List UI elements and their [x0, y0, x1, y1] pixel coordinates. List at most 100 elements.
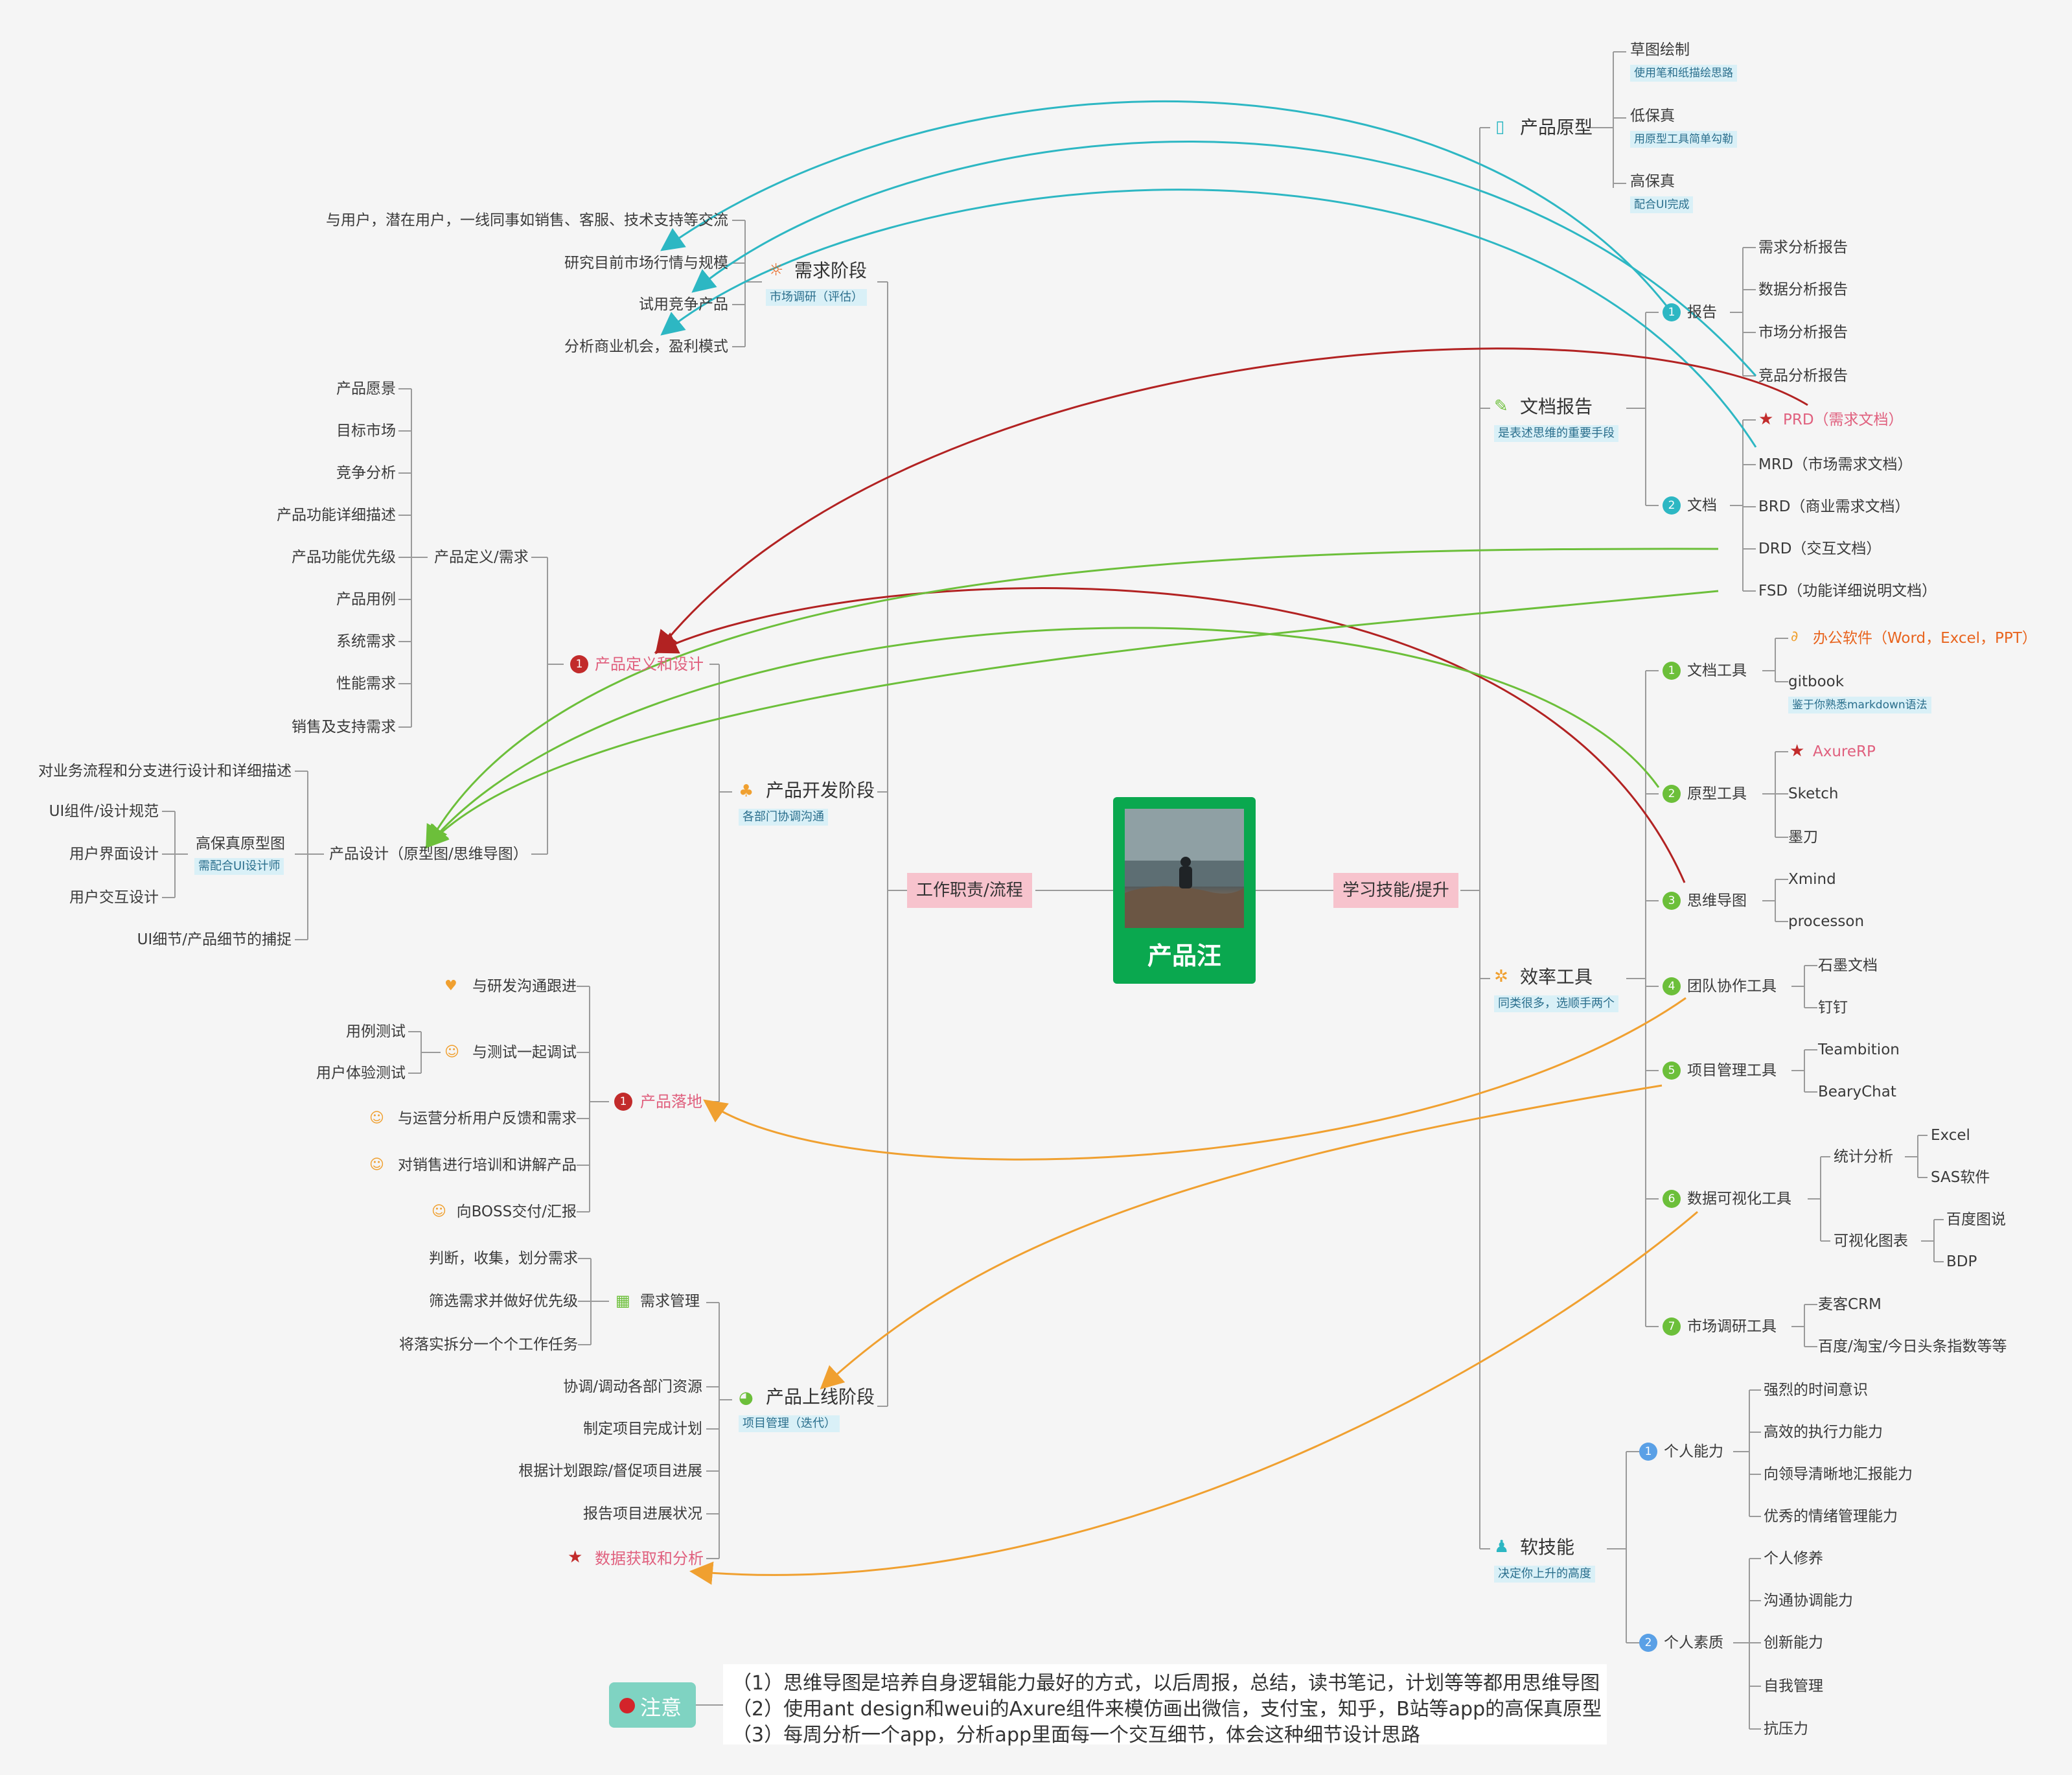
- tool-item-axure[interactable]: AxureRP: [1813, 743, 1876, 760]
- hifi-prototype-title[interactable]: 高保真原型图: [196, 835, 285, 852]
- product-definition-title[interactable]: 产品定义和设计: [595, 655, 704, 673]
- tool-item[interactable]: BDP: [1946, 1253, 1977, 1270]
- tool-item[interactable]: Teambition: [1818, 1041, 1900, 1058]
- definition-item[interactable]: 产品愿景: [336, 380, 396, 397]
- demand-item[interactable]: 试用竞争产品: [639, 296, 728, 313]
- stat-analysis-title[interactable]: 统计分析: [1834, 1148, 1893, 1165]
- demand-item[interactable]: 研究目前市场行情与规模: [564, 255, 728, 272]
- tool-group-project[interactable]: 项目管理工具: [1687, 1062, 1777, 1079]
- demand-item[interactable]: 分析商业机会，盈利模式: [564, 338, 728, 355]
- quality-item[interactable]: 沟通协调能力: [1764, 1592, 1853, 1609]
- tool-item[interactable]: 百度图说: [1946, 1211, 2006, 1228]
- ability-title[interactable]: 个人能力: [1664, 1443, 1723, 1460]
- definition-item[interactable]: 产品用例: [336, 591, 396, 608]
- report-item[interactable]: 市场分析报告: [1758, 324, 1848, 341]
- demand-stage-title[interactable]: 需求阶段: [794, 260, 868, 281]
- definition-item[interactable]: 产品功能优先级: [292, 549, 396, 566]
- tool-item[interactable]: gitbook: [1788, 673, 1845, 690]
- dev-stage-title[interactable]: 产品开发阶段: [766, 780, 875, 801]
- prototype-item[interactable]: 低保真: [1630, 108, 1675, 124]
- ability-item[interactable]: 强烈的时间意识: [1764, 1382, 1868, 1398]
- landing-item[interactable]: 与运营分析用户反馈和需求: [398, 1110, 577, 1127]
- quality-item[interactable]: 自我管理: [1764, 1678, 1823, 1695]
- launch-item[interactable]: 根据计划跟踪/督促项目进展: [518, 1463, 702, 1479]
- definition-item[interactable]: 销售及支持需求: [292, 719, 396, 736]
- hifi-item[interactable]: UI组件/设计规范: [49, 803, 159, 820]
- design-item[interactable]: 对业务流程和分支进行设计和详细描述: [38, 763, 292, 780]
- prototype-item[interactable]: 高保真: [1630, 173, 1675, 190]
- hub-work-duties[interactable]: 工作职责/流程: [907, 873, 1032, 908]
- definition-item[interactable]: 目标市场: [336, 423, 396, 439]
- tool-item-office[interactable]: 办公软件（Word，Excel，PPT）: [1813, 630, 2037, 647]
- quality-title[interactable]: 个人素质: [1664, 1634, 1723, 1651]
- tool-group-prototype[interactable]: 原型工具: [1687, 785, 1747, 802]
- report-item[interactable]: 需求分析报告: [1758, 239, 1848, 256]
- tool-item[interactable]: 麦客CRM: [1818, 1296, 1882, 1313]
- definition-item[interactable]: 产品功能详细描述: [277, 507, 396, 524]
- tool-group-mindmap[interactable]: 思维导图: [1687, 892, 1747, 909]
- ability-item[interactable]: 向领导清晰地汇报能力: [1764, 1466, 1913, 1483]
- tool-item[interactable]: Sketch: [1788, 785, 1839, 802]
- hub-learning-skills[interactable]: 学习技能/提升: [1333, 873, 1458, 908]
- tool-item[interactable]: 石墨文档: [1818, 957, 1878, 974]
- quality-item[interactable]: 创新能力: [1764, 1634, 1823, 1651]
- report-item[interactable]: 数据分析报告: [1758, 281, 1848, 298]
- launch-item[interactable]: 制定项目完成计划: [583, 1421, 702, 1437]
- quality-item[interactable]: 抗压力: [1764, 1721, 1808, 1737]
- note-tag[interactable]: 注意: [609, 1682, 696, 1728]
- launch-stage-title[interactable]: 产品上线阶段: [766, 1386, 875, 1408]
- vis-chart-title[interactable]: 可视化图表: [1834, 1233, 1908, 1249]
- test-item[interactable]: 用例测试: [346, 1023, 406, 1040]
- tool-group-team[interactable]: 团队协作工具: [1687, 978, 1777, 995]
- ability-item[interactable]: 高效的执行力能力: [1764, 1424, 1883, 1441]
- hifi-item[interactable]: 用户交互设计: [69, 889, 159, 906]
- tool-item[interactable]: BearyChat: [1818, 1084, 1896, 1100]
- tool-item[interactable]: Excel: [1931, 1127, 1970, 1144]
- doc-item-prd[interactable]: PRD（需求文档）: [1783, 412, 1904, 428]
- requirement-mgmt-title[interactable]: 需求管理: [640, 1293, 700, 1310]
- soft-skills-title[interactable]: 软技能: [1520, 1537, 1575, 1558]
- tool-group-dataviz[interactable]: 数据可视化工具: [1687, 1190, 1791, 1207]
- tool-item[interactable]: 百度/淘宝/今日头条指数等等: [1818, 1338, 2007, 1355]
- doc-item[interactable]: DRD（交互文档）: [1758, 540, 1882, 557]
- root-node[interactable]: 产品汪: [1113, 797, 1256, 984]
- landing-item[interactable]: 与研发沟通跟进: [472, 978, 577, 995]
- design-item[interactable]: UI细节/产品细节的捕捉: [137, 931, 292, 948]
- definition-item[interactable]: 性能需求: [336, 675, 396, 692]
- launch-item[interactable]: 协调/调动各部门资源: [563, 1378, 702, 1395]
- demand-item[interactable]: 与用户，潜在用户，一线同事如销售、客服、技术支持等交流: [326, 212, 728, 229]
- landing-item[interactable]: 对销售进行培训和讲解产品: [398, 1157, 577, 1174]
- report-item[interactable]: 竞品分析报告: [1758, 367, 1848, 384]
- doc-item[interactable]: BRD（商业需求文档）: [1758, 498, 1910, 515]
- tool-group-market[interactable]: 市场调研工具: [1687, 1318, 1777, 1335]
- tool-item[interactable]: Xmind: [1788, 871, 1836, 888]
- doc-title[interactable]: 文档: [1687, 497, 1717, 514]
- tool-group-docs[interactable]: 文档工具: [1687, 662, 1747, 679]
- product-landing-title[interactable]: 产品落地: [640, 1093, 702, 1111]
- tool-item[interactable]: 钉钉: [1818, 999, 1848, 1016]
- data-analysis-title[interactable]: 数据获取和分析: [595, 1549, 704, 1568]
- hifi-item[interactable]: 用户界面设计: [69, 846, 159, 863]
- landing-item[interactable]: 向BOSS交付/汇报: [456, 1203, 577, 1220]
- requirement-item[interactable]: 将落实拆分一个个工作任务: [399, 1336, 578, 1353]
- product-design-title[interactable]: 产品设计（原型图/思维导图）: [329, 846, 528, 863]
- landing-item[interactable]: 与测试一起调试: [472, 1044, 577, 1061]
- tool-item[interactable]: processon: [1788, 913, 1865, 930]
- doc-item[interactable]: MRD（市场需求文档）: [1758, 456, 1913, 473]
- definition-item[interactable]: 系统需求: [336, 633, 396, 650]
- test-item[interactable]: 用户体验测试: [316, 1065, 406, 1082]
- prototype-title[interactable]: 产品原型: [1520, 117, 1593, 138]
- definition-requirements-title[interactable]: 产品定义/需求: [434, 549, 529, 566]
- prototype-item[interactable]: 草图绘制: [1630, 41, 1690, 58]
- definition-item[interactable]: 竞争分析: [336, 465, 396, 481]
- docs-title[interactable]: 文档报告: [1520, 396, 1593, 417]
- report-title[interactable]: 报告: [1687, 304, 1717, 321]
- requirement-item[interactable]: 判断，收集，划分需求: [429, 1250, 578, 1267]
- launch-item[interactable]: 报告项目进展状况: [583, 1505, 702, 1522]
- tools-title[interactable]: 效率工具: [1520, 966, 1593, 988]
- requirement-item[interactable]: 筛选需求并做好优先级: [429, 1293, 578, 1310]
- tool-item[interactable]: 墨刀: [1788, 829, 1818, 846]
- quality-item[interactable]: 个人修养: [1764, 1550, 1823, 1567]
- doc-item[interactable]: FSD（功能详细说明文档）: [1758, 583, 1937, 599]
- ability-item[interactable]: 优秀的情绪管理能力: [1764, 1508, 1898, 1525]
